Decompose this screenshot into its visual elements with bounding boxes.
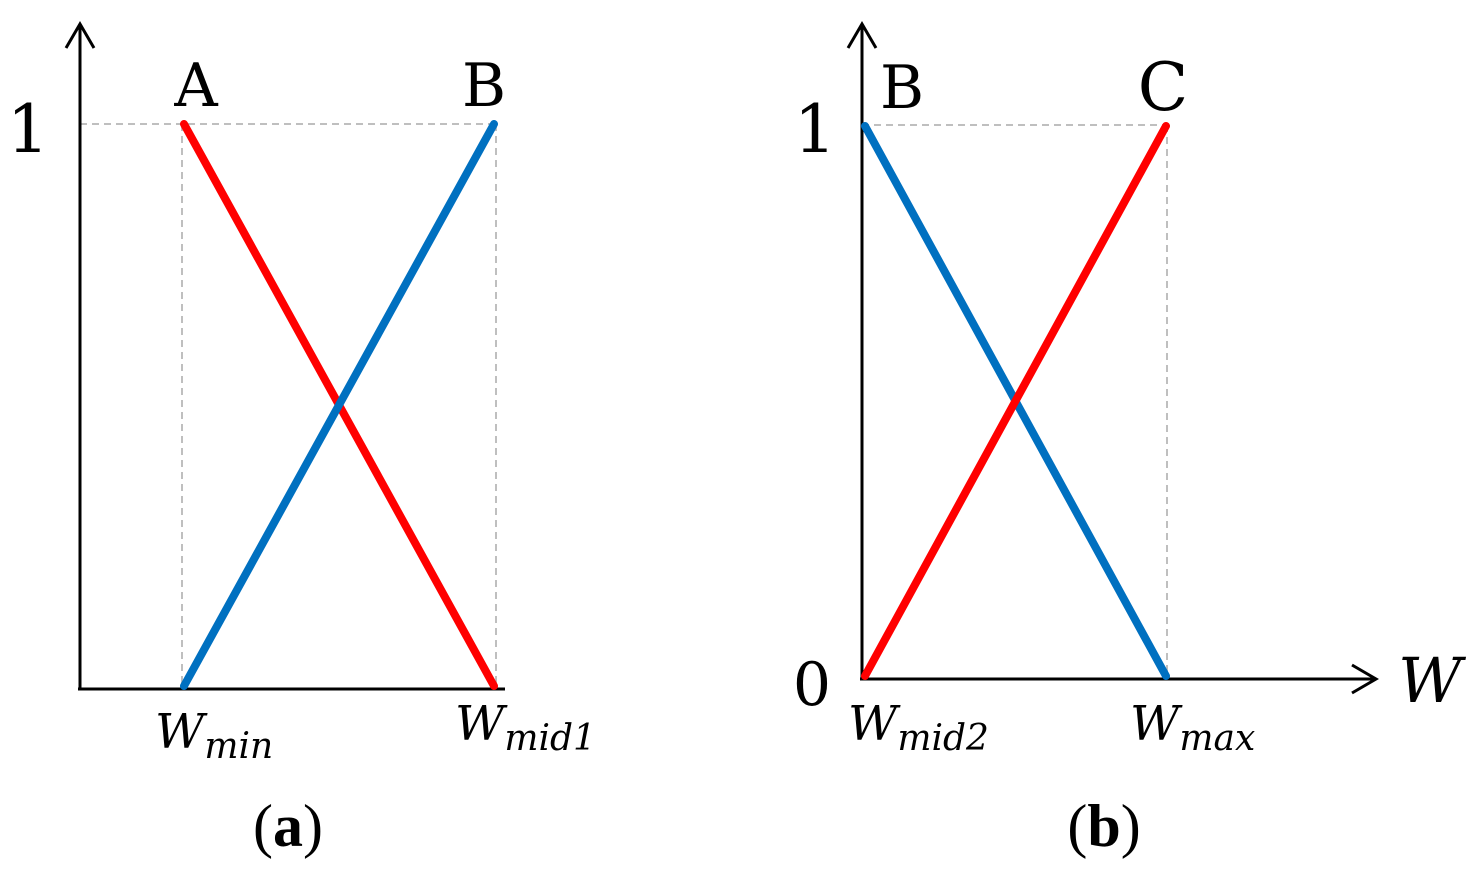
panel-a-x-tick-wmid1-main: W: [455, 696, 508, 752]
panel-a-caption-close: ): [303, 793, 323, 859]
panel-a-caption-open: (: [253, 793, 273, 859]
panel-b-line-red: [861, 122, 1170, 680]
panel-b-x-tick-wmid2-sub: mid2: [897, 718, 989, 759]
panel-b-x-axis-label: W: [1398, 644, 1466, 717]
panel-b-y-tick-zero: 0: [793, 650, 831, 720]
panel-b: 1 0 B C W Wmid2 Wmax (b): [793, 21, 1466, 859]
panel-a-x-tick-wmid1-sub: mid1: [504, 718, 596, 759]
panel-a-x-tick-wmin: Wmin: [155, 704, 273, 767]
panel-a-x-tick-wmin-main: W: [155, 704, 208, 760]
panel-b-point-label-b: B: [880, 53, 924, 123]
panel-b-caption: (b): [1067, 793, 1140, 859]
panel-a-x-tick-wmid1: Wmid1: [455, 696, 596, 759]
panel-b-x-tick-wmax: Wmax: [1130, 696, 1255, 759]
panel-a-y-axis-arrowhead: [64, 21, 96, 49]
panel-b-x-tick-wmid2-main: W: [848, 696, 901, 752]
panel-a-point-label-b: B: [462, 51, 506, 121]
panel-a-y-tick-one: 1: [7, 91, 49, 168]
panel-a-x-tick-wmin-sub: min: [204, 726, 273, 767]
panel-a: 1 A B Wmin Wmid1 (a): [7, 21, 596, 859]
panel-b-point-label-c: C: [1138, 49, 1189, 126]
panel-b-x-axis-arrowhead: [1351, 663, 1379, 695]
panel-b-caption-open: (: [1067, 793, 1087, 859]
panel-b-x-tick-wmid2: Wmid2: [848, 696, 989, 759]
panel-b-caption-letter: b: [1087, 793, 1120, 859]
panel-a-point-label-a: A: [173, 51, 218, 121]
panel-a-caption-letter: a: [273, 793, 303, 859]
panel-b-x-tick-wmax-main: W: [1130, 696, 1183, 752]
panel-b-y-axis-arrowhead: [846, 21, 878, 49]
panel-a-caption: (a): [253, 793, 323, 859]
panel-b-y-tick-one: 1: [794, 91, 836, 168]
panel-a-line-blue: [180, 120, 498, 690]
panel-b-caption-close: ): [1121, 793, 1141, 859]
panel-b-x-tick-wmax-sub: max: [1179, 718, 1255, 759]
